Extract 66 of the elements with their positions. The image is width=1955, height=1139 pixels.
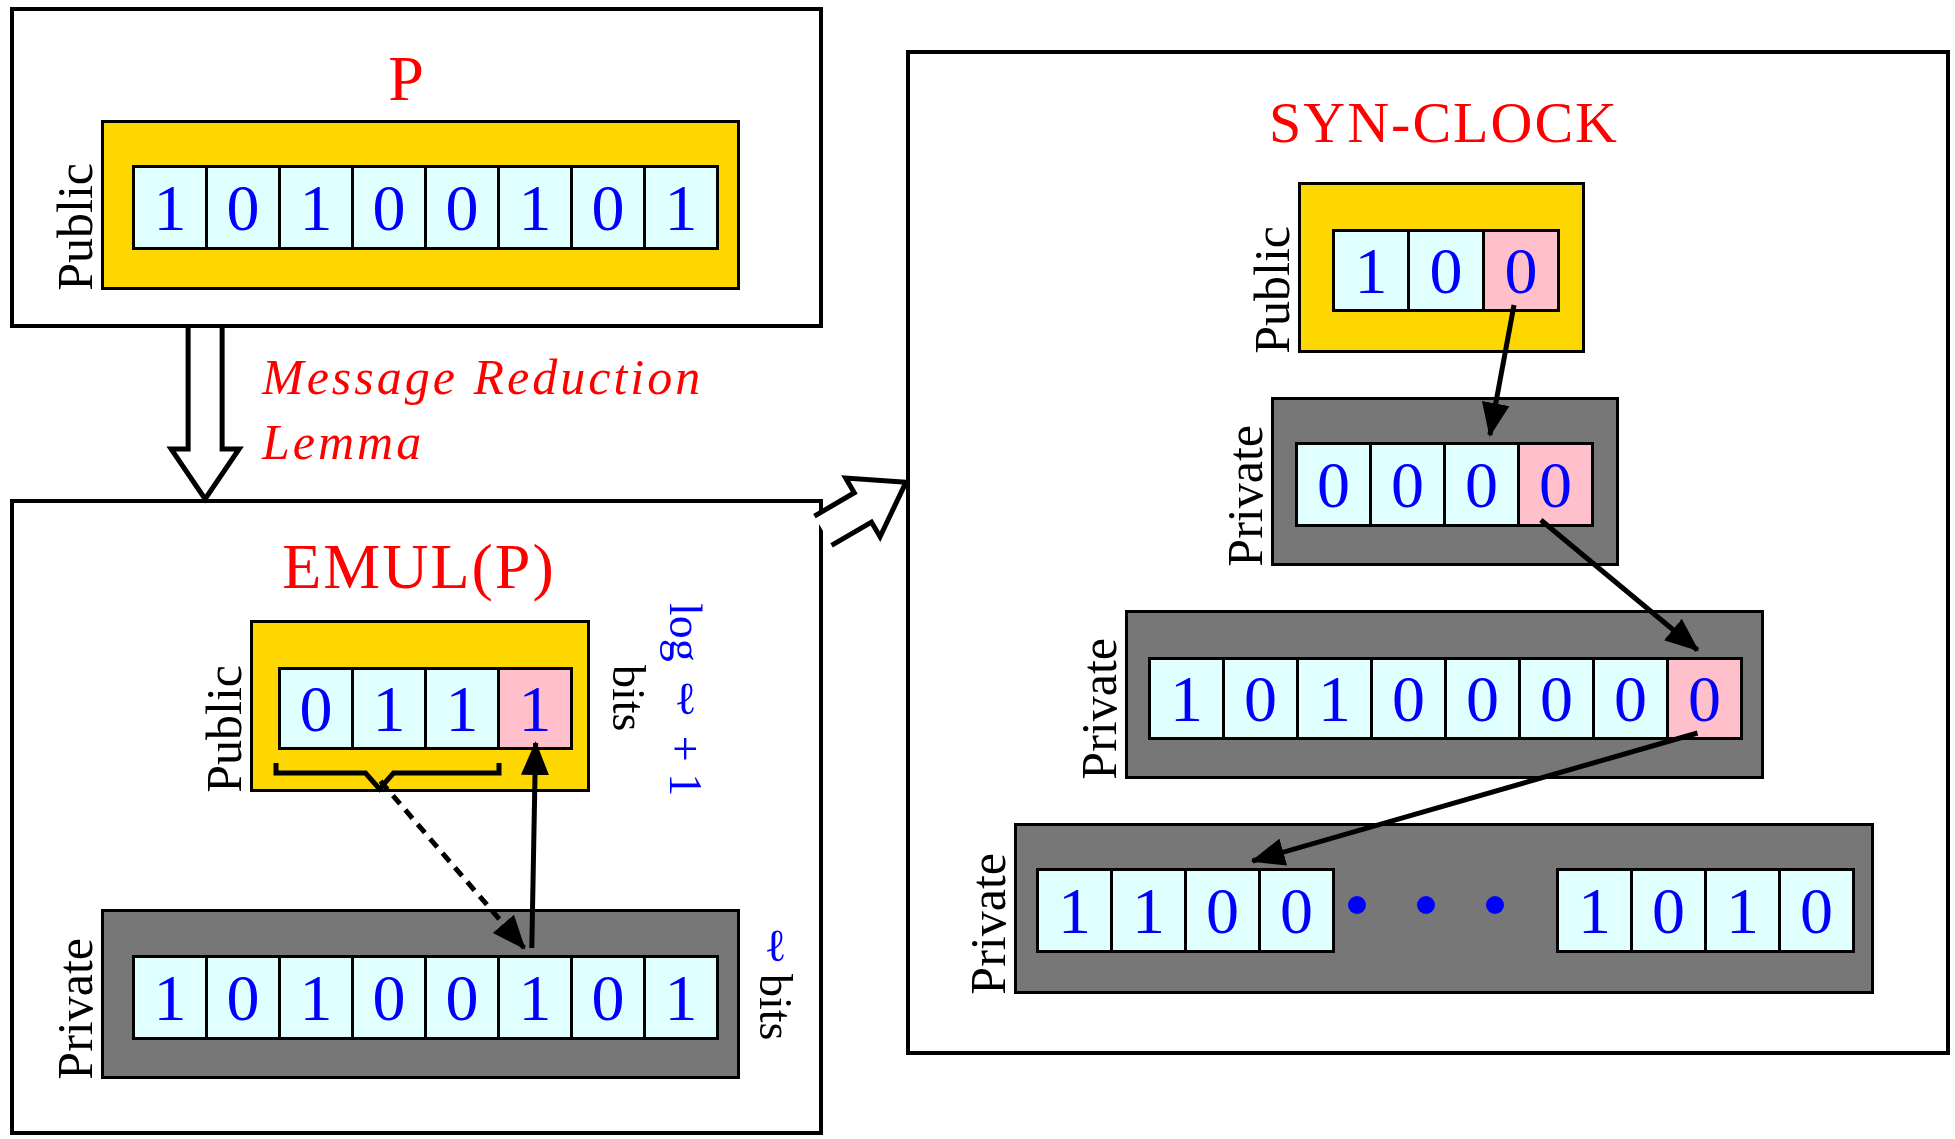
bit-cell: 0: [278, 667, 354, 750]
bit-cell: 1: [132, 955, 208, 1040]
bit-cell: 1: [1110, 868, 1187, 953]
bit-cell: 0: [1630, 868, 1707, 953]
bit-cell: 1: [278, 165, 354, 250]
bit-cell: 0: [205, 165, 281, 250]
bit-cell: 0: [1369, 442, 1446, 527]
bit-cell: 0: [424, 165, 500, 250]
panel-frame: [906, 50, 1950, 1055]
bit-cell: 0: [1407, 229, 1485, 312]
bit-cell: 1: [643, 165, 719, 250]
bit-cell: 0: [1443, 442, 1520, 527]
arrow: [521, 741, 549, 949]
register-label: Public: [1247, 226, 1297, 354]
bit-width-label: ℓ: [752, 920, 798, 971]
bit-width-label: log ℓ + 1: [662, 603, 708, 797]
bit-cell: 0: [1444, 657, 1521, 740]
bit-cell: 1: [351, 667, 427, 750]
arrow: [1481, 304, 1517, 437]
bit-width-label: bits: [752, 974, 798, 1041]
bit-cell: 0: [1592, 657, 1669, 740]
bit-cell: 1: [497, 667, 573, 750]
bit-cell: 0: [1517, 442, 1594, 527]
panel-frame: [10, 499, 823, 1135]
bit-cell: 1: [497, 955, 573, 1040]
bit-width-label: bits: [605, 665, 651, 732]
bit-cell: 1: [1148, 657, 1225, 740]
bit-cell: 1: [132, 165, 208, 250]
register-label: Public: [199, 665, 249, 793]
arrow: [1250, 730, 1699, 866]
bit-cell: 0: [424, 955, 500, 1040]
panel-title: P: [388, 47, 426, 111]
register-label: Public: [50, 163, 100, 291]
bit-cell: 1: [278, 955, 354, 1040]
bit-cell: 1: [1296, 657, 1373, 740]
curly-brace: [273, 761, 502, 793]
bit-cell: 1: [497, 165, 573, 250]
bit-cell: 0: [570, 165, 646, 250]
bit-cell: 1: [1332, 229, 1410, 312]
bit-cell: 0: [1778, 868, 1855, 953]
register-label: Private: [1074, 638, 1124, 780]
bit-cell: 1: [1036, 868, 1113, 953]
bit-cell: 0: [1258, 868, 1335, 953]
register-label: Private: [1220, 425, 1270, 567]
bit-cell: 1: [643, 955, 719, 1040]
bit-cell: 1: [1556, 868, 1633, 953]
bit-cell: 1: [424, 667, 500, 750]
bit-cell: 1: [1704, 868, 1781, 953]
bit-cell: 0: [570, 955, 646, 1040]
bit-cell: 0: [1222, 657, 1299, 740]
bit-cell: 0: [1518, 657, 1595, 740]
bit-cell: 0: [1666, 657, 1743, 740]
panel-frame: [10, 7, 823, 328]
edge-label: Message Reduction Lemma: [262, 348, 705, 472]
bit-cell: 0: [1370, 657, 1447, 740]
panel-title: SYN-CLOCK: [1269, 94, 1619, 152]
bit-cell: 0: [1295, 442, 1372, 527]
register-label: Private: [963, 853, 1013, 995]
bit-cell: 0: [351, 955, 427, 1040]
arrow: [1539, 518, 1700, 652]
bit-cell: 0: [351, 165, 427, 250]
hollow-arrow: [166, 325, 244, 504]
bit-cell: 0: [1482, 229, 1560, 312]
bit-cell: 0: [205, 955, 281, 1040]
register-label: Private: [50, 938, 100, 1080]
bit-cell: 0: [1184, 868, 1261, 953]
